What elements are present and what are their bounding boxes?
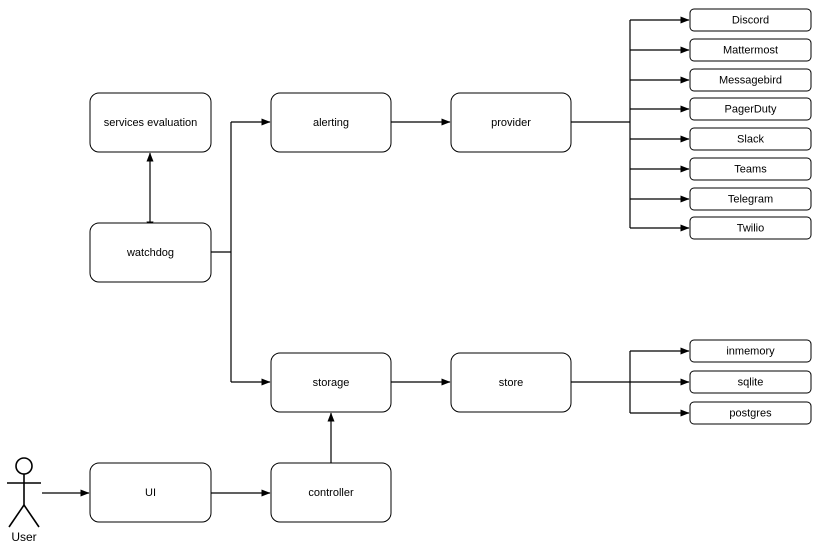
node-provider[interactable]: provider <box>450 92 572 153</box>
leaf-provider-twilio-label: Twilio <box>737 222 765 234</box>
leaf-store-inmemory-label: inmemory <box>726 345 775 357</box>
leaf-provider-teams[interactable]: Teams <box>689 157 812 181</box>
leaf-provider-telegram[interactable]: Telegram <box>689 187 812 211</box>
node-storage[interactable]: storage <box>270 352 392 413</box>
leaf-provider-discord-label: Discord <box>732 14 769 26</box>
leaf-provider-twilio-rect[interactable] <box>689 216 812 240</box>
node-watchdog-rect[interactable] <box>89 222 212 283</box>
leaf-provider-telegram-rect[interactable] <box>689 187 812 211</box>
leaf-provider-mattermost-rect[interactable] <box>689 38 812 62</box>
node-store-label: store <box>499 377 523 389</box>
leaf-provider-pagerduty[interactable]: PagerDuty <box>689 97 812 121</box>
node-storage-label: storage <box>313 377 350 389</box>
leaf-provider-messagebird[interactable]: Messagebird <box>689 68 812 92</box>
node-services-evaluation-label: services evaluation <box>104 117 198 129</box>
node-controller[interactable]: controller <box>270 462 392 523</box>
stick-figure-head-icon <box>15 457 33 475</box>
leaf-provider-discord-rect[interactable] <box>689 8 812 32</box>
leaf-provider-slack-rect[interactable] <box>689 127 812 151</box>
stick-figure-leg-left-icon <box>8 504 25 528</box>
node-store-rect[interactable] <box>450 352 572 413</box>
user-actor-label: User <box>11 530 36 544</box>
edges-layer <box>42 16 690 497</box>
leaf-store-postgres-label: postgres <box>729 407 772 419</box>
provider-list: Discord Mattermost Messagebird PagerDuty… <box>689 8 812 240</box>
node-storage-rect[interactable] <box>270 352 392 413</box>
leaf-provider-discord[interactable]: Discord <box>689 8 812 32</box>
leaf-provider-messagebird-label: Messagebird <box>719 74 782 86</box>
leaf-provider-messagebird-rect[interactable] <box>689 68 812 92</box>
node-watchdog[interactable]: watchdog <box>89 222 212 283</box>
node-controller-rect[interactable] <box>270 462 392 523</box>
leaf-store-sqlite-rect[interactable] <box>689 370 812 394</box>
leaf-provider-twilio[interactable]: Twilio <box>689 216 812 240</box>
leaf-store-inmemory[interactable]: inmemory <box>689 339 812 363</box>
leaf-store-sqlite-label: sqlite <box>738 376 764 388</box>
user-actor[interactable]: User <box>7 457 41 544</box>
leaf-provider-mattermost-label: Mattermost <box>723 44 778 56</box>
leaf-provider-mattermost[interactable]: Mattermost <box>689 38 812 62</box>
node-ui-label: UI <box>145 487 156 499</box>
node-provider-label: provider <box>491 117 531 129</box>
leaf-provider-slack-label: Slack <box>737 133 764 145</box>
leaf-provider-pagerduty-label: PagerDuty <box>725 103 777 115</box>
leaf-store-inmemory-rect[interactable] <box>689 339 812 363</box>
node-watchdog-label: watchdog <box>126 247 174 259</box>
node-store[interactable]: store <box>450 352 572 413</box>
leaf-provider-teams-rect[interactable] <box>689 157 812 181</box>
node-ui-rect[interactable] <box>89 462 212 523</box>
leaf-store-sqlite[interactable]: sqlite <box>689 370 812 394</box>
node-alerting[interactable]: alerting <box>270 92 392 153</box>
stick-figure-leg-right-icon <box>23 504 40 528</box>
node-controller-label: controller <box>308 487 354 499</box>
node-ui[interactable]: UI <box>89 462 212 523</box>
store-list: inmemory sqlite postgres <box>689 339 812 425</box>
leaf-store-postgres[interactable]: postgres <box>689 401 812 425</box>
leaf-provider-slack[interactable]: Slack <box>689 127 812 151</box>
node-services-evaluation-rect[interactable] <box>89 92 212 153</box>
leaf-store-postgres-rect[interactable] <box>689 401 812 425</box>
leaf-provider-pagerduty-rect[interactable] <box>689 97 812 121</box>
node-alerting-rect[interactable] <box>270 92 392 153</box>
node-alerting-label: alerting <box>313 117 349 129</box>
node-services-evaluation[interactable]: services evaluation <box>89 92 212 153</box>
leaf-provider-teams-label: Teams <box>734 163 767 175</box>
leaf-provider-telegram-label: Telegram <box>728 193 773 205</box>
node-provider-rect[interactable] <box>450 92 572 153</box>
